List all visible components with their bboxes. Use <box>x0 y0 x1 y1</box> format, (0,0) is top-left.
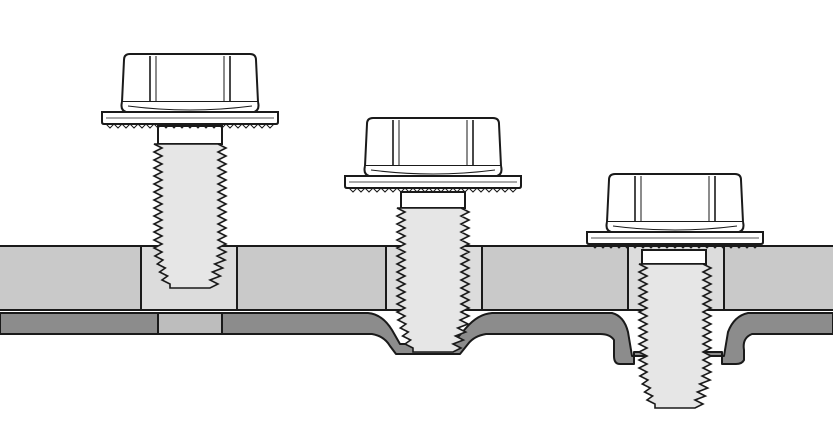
screw-2 <box>344 117 522 353</box>
screw-3 <box>586 173 764 409</box>
stage-1 <box>101 53 279 335</box>
hex-flange-head-1 <box>101 53 279 129</box>
hex-flange-head-3 <box>586 173 764 249</box>
hole-bottom-plate-1 <box>157 312 223 335</box>
stage-2 <box>344 117 522 353</box>
screw-1 <box>101 53 279 289</box>
stage-3 <box>586 173 764 409</box>
hex-flange-head-2 <box>344 117 522 193</box>
